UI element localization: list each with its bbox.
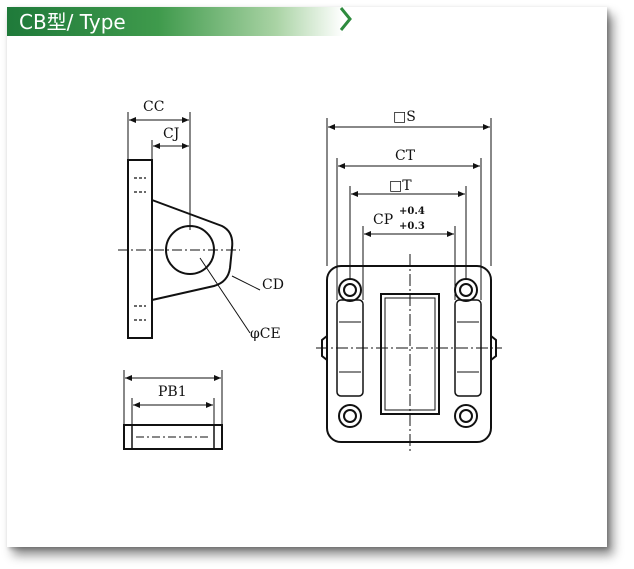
side-view bbox=[118, 140, 240, 339]
chevron-right-icon bbox=[338, 6, 354, 32]
dim-cp bbox=[362, 226, 456, 300]
label-pb1: PB1 bbox=[158, 384, 187, 400]
page-title: CB型/ Type bbox=[19, 10, 126, 34]
label-cp: CP bbox=[373, 212, 393, 228]
dim-ct bbox=[336, 158, 482, 300]
dim-cc bbox=[127, 112, 191, 160]
dim-t bbox=[349, 186, 467, 279]
label-t: □T bbox=[389, 178, 412, 194]
label-cd: CD bbox=[262, 277, 284, 293]
content-card bbox=[7, 7, 607, 547]
label-s: □S bbox=[393, 109, 416, 125]
title-bar: CB型/ Type bbox=[7, 7, 343, 36]
label-cp-tol-upper: +0.4 bbox=[399, 206, 425, 217]
label-cp-tol-lower: +0.3 bbox=[399, 221, 425, 232]
leader-cd bbox=[231, 275, 261, 291]
front-view bbox=[316, 254, 502, 454]
dim-pb1 bbox=[123, 370, 223, 425]
label-cc: CC bbox=[143, 99, 164, 115]
label-ct: CT bbox=[395, 148, 416, 164]
dim-cj bbox=[151, 140, 189, 160]
leader-ce bbox=[199, 257, 251, 334]
label-ce: φCE bbox=[250, 326, 281, 342]
pin-view bbox=[123, 424, 223, 450]
label-cj: CJ bbox=[163, 126, 179, 142]
dim-s bbox=[326, 118, 492, 266]
